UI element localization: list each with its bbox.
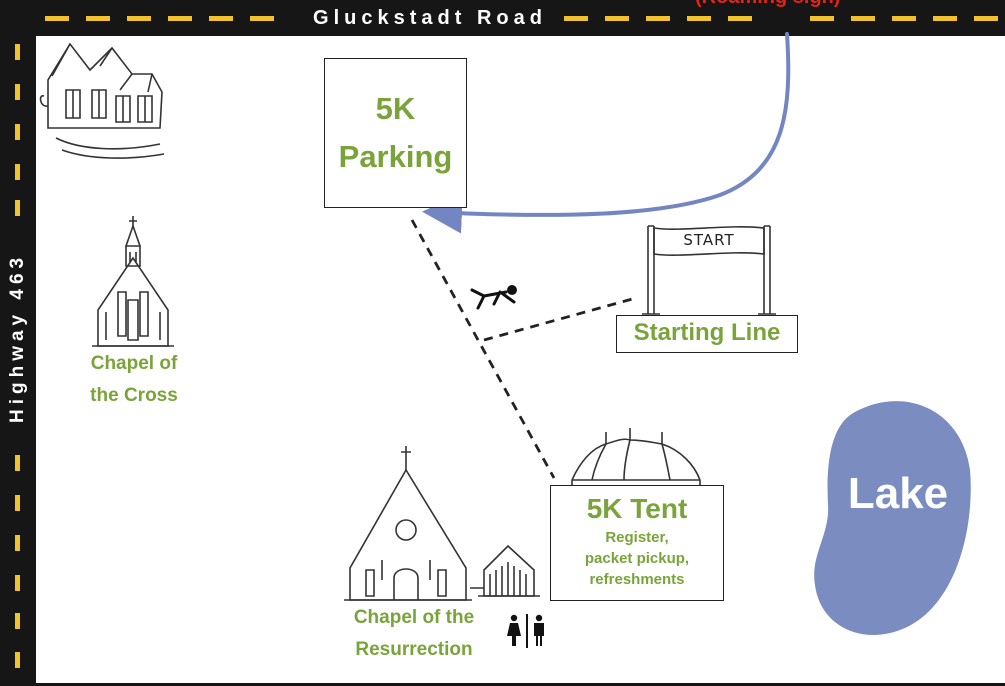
road-stripe (209, 16, 233, 21)
parking-label: 5K Parking (338, 91, 453, 174)
chapel-resurrection-label: Chapel of the Resurrection (353, 607, 475, 660)
road-stripe (810, 16, 834, 21)
road-stripe (851, 16, 875, 21)
map-border (0, 683, 1005, 686)
road-stripe (15, 495, 20, 511)
highway-463: Highway 463 (0, 0, 36, 686)
tent-title: 5K Tent (586, 493, 688, 524)
road-stripe (250, 16, 274, 21)
walk-path-start (483, 296, 637, 342)
house-icon (39, 42, 165, 159)
road-stripe (605, 16, 629, 21)
road-stripe (168, 16, 192, 21)
sign-note: (Roaming sign) (695, 0, 841, 9)
lake-shape (814, 401, 971, 635)
route-arrow (422, 32, 791, 234)
church-icon (344, 446, 472, 601)
road-stripe (15, 575, 20, 591)
road-stripe (892, 16, 916, 21)
road-stripe (86, 16, 110, 21)
road-stripe (15, 652, 20, 668)
tent-area: 5K Tent Register, packet pickup, refresh… (550, 485, 724, 601)
road-stripe (974, 16, 998, 21)
road-stripe (45, 16, 69, 21)
road-stripe (933, 16, 957, 21)
starting-line-label: Starting Line (616, 315, 798, 353)
road-stripe (728, 16, 752, 21)
shed-icon (470, 544, 540, 597)
road-stripe (15, 124, 20, 140)
road-stripe (564, 16, 588, 21)
road-stripe (15, 164, 20, 180)
road-stripe (15, 455, 20, 471)
road-stripe (15, 613, 20, 629)
restroom-icon (507, 614, 544, 648)
lake-label: Lake (847, 469, 949, 518)
chapel-icon (92, 216, 174, 347)
road-stripe (127, 16, 151, 21)
walk-path-parking-tent (410, 219, 556, 479)
road-stripe (15, 200, 20, 216)
road-name-gluckstadt: Gluckstadt Road (310, 5, 550, 31)
start-banner-icon (642, 225, 776, 315)
gluckstadt-road: Gluckstadt Road (0, 0, 1005, 36)
road-stripe (15, 535, 20, 551)
parking-area: 5K Parking (324, 58, 467, 208)
tent-icon (571, 428, 701, 486)
tent-details: Register, packet pickup, refreshments (584, 529, 690, 588)
runner-icon (470, 285, 517, 310)
road-stripe (646, 16, 670, 21)
road-stripe (15, 84, 20, 100)
road-stripe (687, 16, 711, 21)
road-stripe (15, 44, 20, 60)
start-banner-text: START (683, 231, 735, 249)
chapel-cross-label: Chapel of the Cross (90, 353, 178, 406)
